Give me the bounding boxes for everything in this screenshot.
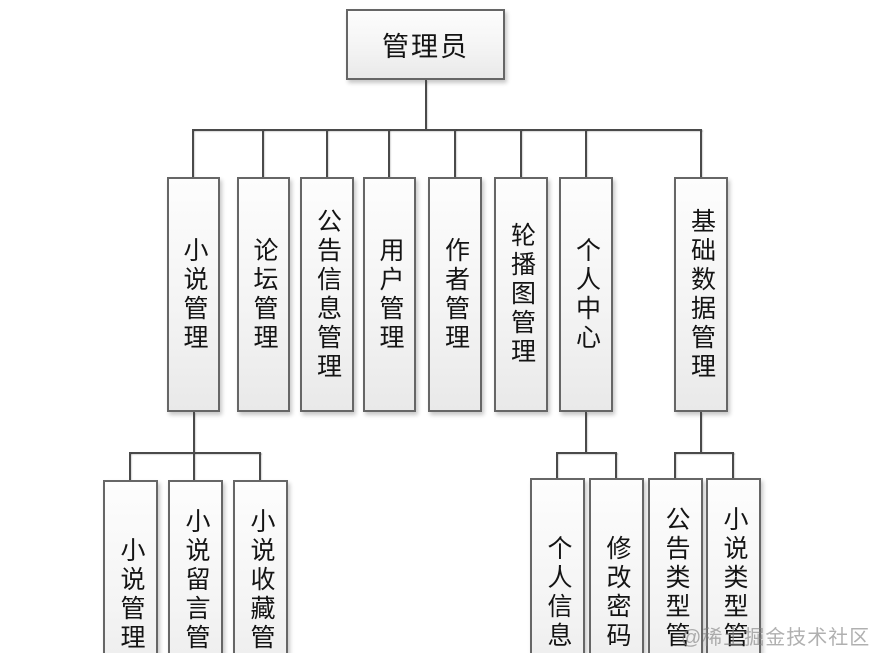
- connector-drop-novel-child1: [129, 452, 131, 480]
- connector-drop-forum: [262, 129, 264, 177]
- connector-drop-announcement: [326, 129, 328, 177]
- node-novel-favorite-mgmt-label: 小说收藏管理: [247, 508, 274, 653]
- node-announcement-info-mgmt: 公告信息管理: [300, 177, 354, 412]
- node-admin: 管理员: [346, 9, 505, 80]
- node-forum-mgmt: 论坛管理: [237, 177, 290, 412]
- node-user-mgmt-label: 用户管理: [376, 236, 403, 353]
- connector-personal-horizontal: [556, 452, 617, 454]
- node-author-mgmt: 作者管理: [428, 177, 482, 412]
- node-novel-mgmt-label: 小说管理: [180, 236, 207, 353]
- node-novel-favorite-mgmt: 小说收藏管理: [233, 480, 288, 653]
- node-basic-data-mgmt: 基础数据管理: [674, 177, 728, 412]
- node-admin-label: 管理员: [382, 32, 469, 62]
- connector-drop-personal-child2: [615, 452, 617, 480]
- connector-drop-carousel: [520, 129, 522, 177]
- node-novel-comment-mgmt: 小说留言管理: [168, 480, 223, 653]
- connector-basicdata-vertical: [700, 412, 702, 452]
- node-personal-info: 个人信息: [530, 478, 585, 653]
- connector-drop-novel-child2: [193, 452, 195, 480]
- node-announcement-info-mgmt-label: 公告信息管理: [313, 207, 341, 382]
- connector-level2-horizontal: [192, 129, 702, 131]
- connector-drop-user: [388, 129, 390, 177]
- node-announcement-type-mgmt-label: 公告类型管理: [662, 506, 689, 653]
- node-personal-info-label: 个人信息: [544, 535, 571, 651]
- connector-drop-personal: [585, 129, 587, 177]
- node-novel-type-mgmt: 小说类型管理: [706, 478, 761, 653]
- connector-drop-basicdata-child2: [732, 452, 734, 480]
- node-novel-child-mgmt: 小说管理: [103, 480, 158, 653]
- node-novel-mgmt: 小说管理: [167, 177, 220, 412]
- connector-drop-basicdata-child1: [674, 452, 676, 480]
- connector-novel-vertical: [193, 412, 195, 452]
- connector-drop-basicdata: [700, 129, 702, 177]
- node-change-password-label: 修改密码: [603, 535, 630, 651]
- node-carousel-mgmt: 轮播图管理: [494, 177, 548, 412]
- connector-drop-novel: [192, 129, 194, 177]
- node-forum-mgmt-label: 论坛管理: [250, 236, 277, 353]
- node-announcement-type-mgmt: 公告类型管理: [648, 478, 703, 653]
- connector-personal-vertical: [585, 412, 587, 452]
- node-basic-data-mgmt-label: 基础数据管理: [687, 207, 715, 382]
- connector-root-vertical: [425, 80, 427, 129]
- juejin-watermark: @稀土掘金技术社区: [681, 627, 871, 649]
- connector-drop-author: [454, 129, 456, 177]
- node-personal-center: 个人中心: [559, 177, 613, 412]
- node-author-mgmt-label: 作者管理: [441, 236, 469, 353]
- node-novel-child-mgmt-label: 小说管理: [117, 537, 144, 653]
- node-personal-center-label: 个人中心: [572, 236, 600, 353]
- node-novel-comment-mgmt-label: 小说留言管理: [182, 508, 209, 653]
- connector-drop-novel-child3: [259, 452, 261, 480]
- connector-drop-personal-child1: [556, 452, 558, 480]
- node-novel-type-mgmt-label: 小说类型管理: [720, 506, 747, 653]
- connector-basicdata-horizontal: [674, 452, 734, 454]
- node-change-password: 修改密码: [589, 478, 644, 653]
- node-user-mgmt: 用户管理: [363, 177, 416, 412]
- node-carousel-mgmt-label: 轮播图管理: [507, 222, 535, 367]
- connector-novel-horizontal: [129, 452, 261, 454]
